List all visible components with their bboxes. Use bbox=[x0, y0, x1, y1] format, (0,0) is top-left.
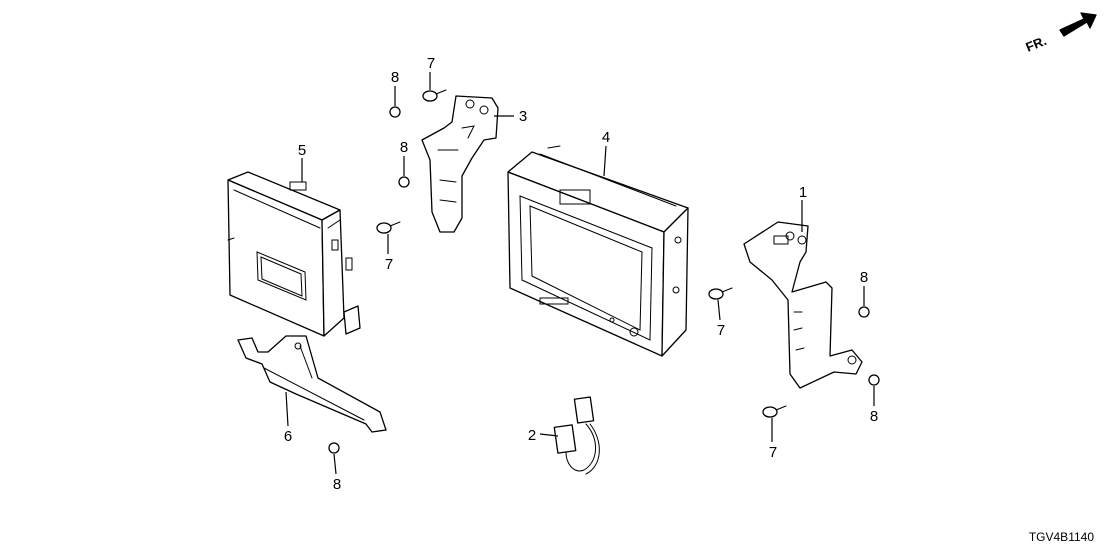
callout-1: 1 bbox=[799, 184, 807, 201]
fastener-screw-8c bbox=[858, 306, 870, 318]
control-unit-part-5 bbox=[227, 171, 361, 337]
callout-6: 6 bbox=[284, 428, 292, 445]
diagram-code: TGV4B1140 bbox=[1029, 530, 1094, 544]
callout-8-right-lower: 8 bbox=[870, 408, 878, 425]
callout-8-middle: 8 bbox=[400, 139, 408, 156]
fastener-bolt-7b bbox=[376, 221, 401, 234]
fastener-bolt-7c bbox=[708, 287, 733, 300]
callout-8-upper: 8 bbox=[391, 69, 399, 86]
callout-5: 5 bbox=[298, 142, 306, 159]
fastener-screw-8e bbox=[328, 442, 340, 454]
fastener-bolt-7a bbox=[422, 89, 447, 102]
fastener-screw-8d bbox=[868, 374, 880, 386]
wire-harness-part-2 bbox=[553, 396, 600, 475]
leader-lines bbox=[285, 72, 875, 475]
callout-7-left: 7 bbox=[385, 256, 393, 273]
fastener-screw-8a bbox=[389, 106, 401, 118]
fastener-bolt-7d bbox=[762, 405, 787, 418]
callout-7-upper: 7 bbox=[427, 55, 435, 72]
callout-3: 3 bbox=[519, 108, 527, 125]
callout-4: 4 bbox=[602, 129, 610, 146]
front-direction-indicator: FR. bbox=[1024, 12, 1097, 55]
bracket-part-1 bbox=[743, 221, 863, 389]
front-direction-label: FR. bbox=[1024, 33, 1049, 55]
bracket-part-3 bbox=[421, 95, 499, 233]
display-unit-part-4 bbox=[507, 145, 689, 357]
front-arrow-icon bbox=[1059, 12, 1097, 37]
callout-8-bottom: 8 bbox=[333, 476, 341, 493]
callout-7-center: 7 bbox=[717, 322, 725, 339]
callout-8-right-upper: 8 bbox=[860, 269, 868, 286]
callout-2: 2 bbox=[528, 427, 536, 444]
fastener-screw-8b bbox=[398, 176, 410, 188]
callout-7-lower: 7 bbox=[769, 444, 777, 461]
bracket-part-6 bbox=[237, 335, 387, 433]
callout-numbers: 1 2 3 4 5 6 7 7 7 7 8 8 8 8 8 bbox=[284, 55, 878, 493]
